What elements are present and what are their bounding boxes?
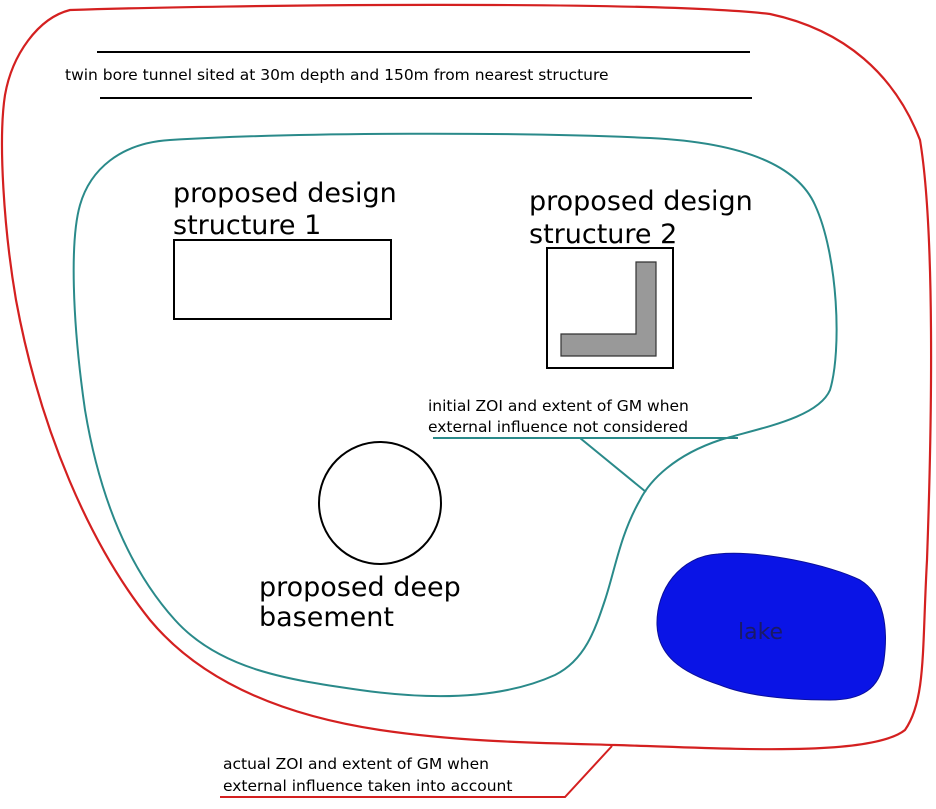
initial-zoi-boundary xyxy=(72,132,838,698)
structure-2-label-line1: proposed design xyxy=(529,186,753,217)
initial-zoi-leader xyxy=(433,437,738,493)
lake-label: lake xyxy=(738,620,783,645)
structure-1-label-line2: structure 1 xyxy=(173,210,321,241)
actual-zoi-leader xyxy=(220,745,613,798)
initial-zoi-label-line1: initial ZOI and extent of GM when xyxy=(428,397,689,415)
deep-basement-outline xyxy=(318,441,442,565)
actual-zoi-boundary xyxy=(0,3,933,751)
basement-label-line1: proposed deep xyxy=(259,572,461,603)
structure-1-label-line1: proposed design xyxy=(173,178,397,209)
lake-area xyxy=(656,552,886,701)
basement-label-line2: basement xyxy=(259,602,394,633)
initial-zoi-label-line2: external influence not considered xyxy=(428,418,688,436)
structure-2-l-shaped-core xyxy=(560,261,657,357)
tunnel-note: twin bore tunnel sited at 30m depth and … xyxy=(65,66,609,84)
actual-zoi-label-line1: actual ZOI and extent of GM when xyxy=(223,755,489,773)
structure-2-label-line2: structure 2 xyxy=(529,219,677,250)
actual-zoi-label-line2: external influence taken into account xyxy=(223,777,512,795)
structure-1-footprint xyxy=(173,239,392,320)
